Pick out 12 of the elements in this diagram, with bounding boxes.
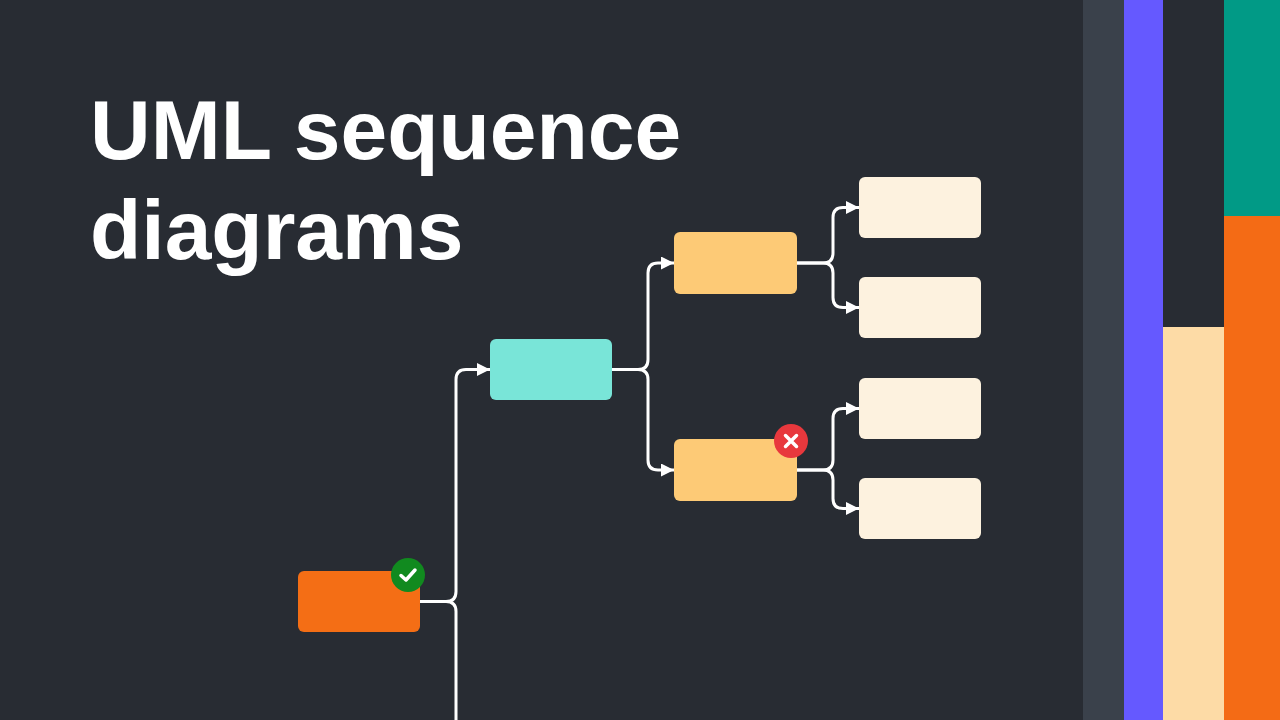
flow-box <box>859 177 981 238</box>
title: UML sequence diagrams <box>90 82 683 279</box>
flow-box <box>859 478 981 539</box>
flow-box <box>859 277 981 338</box>
flow-box <box>490 339 612 400</box>
flow-box <box>298 571 420 632</box>
connector-arrow <box>797 468 859 515</box>
flow-box <box>674 439 797 501</box>
flow-box <box>859 378 981 439</box>
connector-arrow <box>797 261 859 314</box>
flow-box <box>674 232 797 294</box>
connector-arrow <box>612 368 674 477</box>
